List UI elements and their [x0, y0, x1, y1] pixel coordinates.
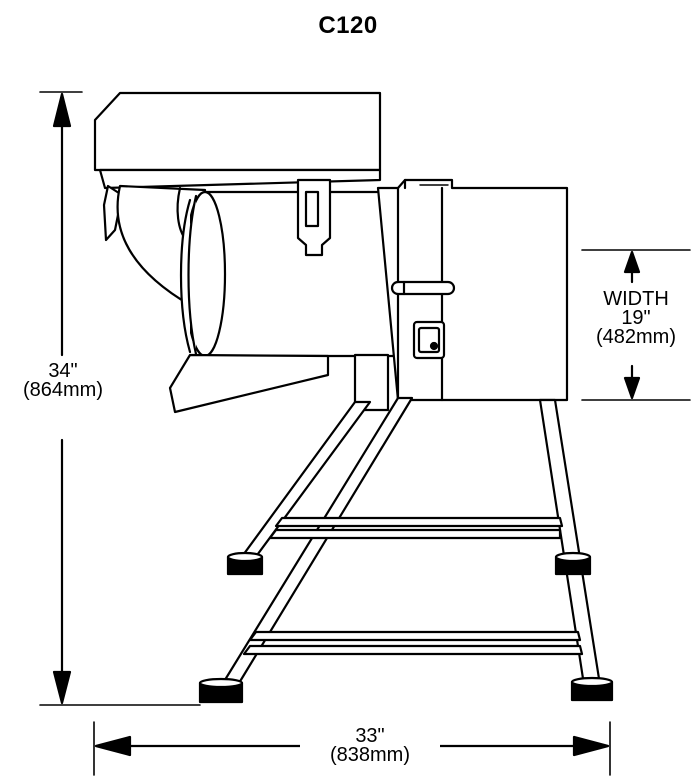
depth-dimension-label: 33" (838mm) — [300, 725, 440, 766]
foot-rear-right-icon — [554, 551, 592, 576]
cutting-drum — [179, 190, 402, 358]
depth-dimension-line — [93, 721, 611, 776]
drum-latch — [296, 178, 332, 257]
power-switch-icon — [412, 320, 446, 360]
width-dimension-label: WIDTH 19" (482mm) — [580, 288, 692, 348]
depth-metric: (838mm) — [329, 744, 410, 766]
width-metric: (482mm) — [595, 326, 676, 348]
handle-icon — [390, 280, 456, 296]
width-dimension-line — [581, 249, 691, 401]
foot-rear-left-icon — [226, 551, 264, 576]
model-title: C120 — [318, 12, 378, 39]
stand-frame — [218, 396, 602, 690]
hopper-housing — [93, 91, 382, 242]
height-dimension-line — [39, 91, 201, 706]
foot-front-right-icon — [570, 676, 614, 702]
height-dimension-label: 34" (864mm) — [4, 360, 122, 401]
height-imperial: 34" — [48, 360, 78, 382]
foot-front-left-icon — [198, 677, 244, 704]
depth-imperial: 33" — [355, 725, 385, 747]
height-metric: (864mm) — [22, 379, 103, 401]
discharge-chute — [168, 353, 390, 414]
width-label: WIDTH — [603, 288, 669, 310]
width-imperial: 19" — [621, 307, 651, 329]
